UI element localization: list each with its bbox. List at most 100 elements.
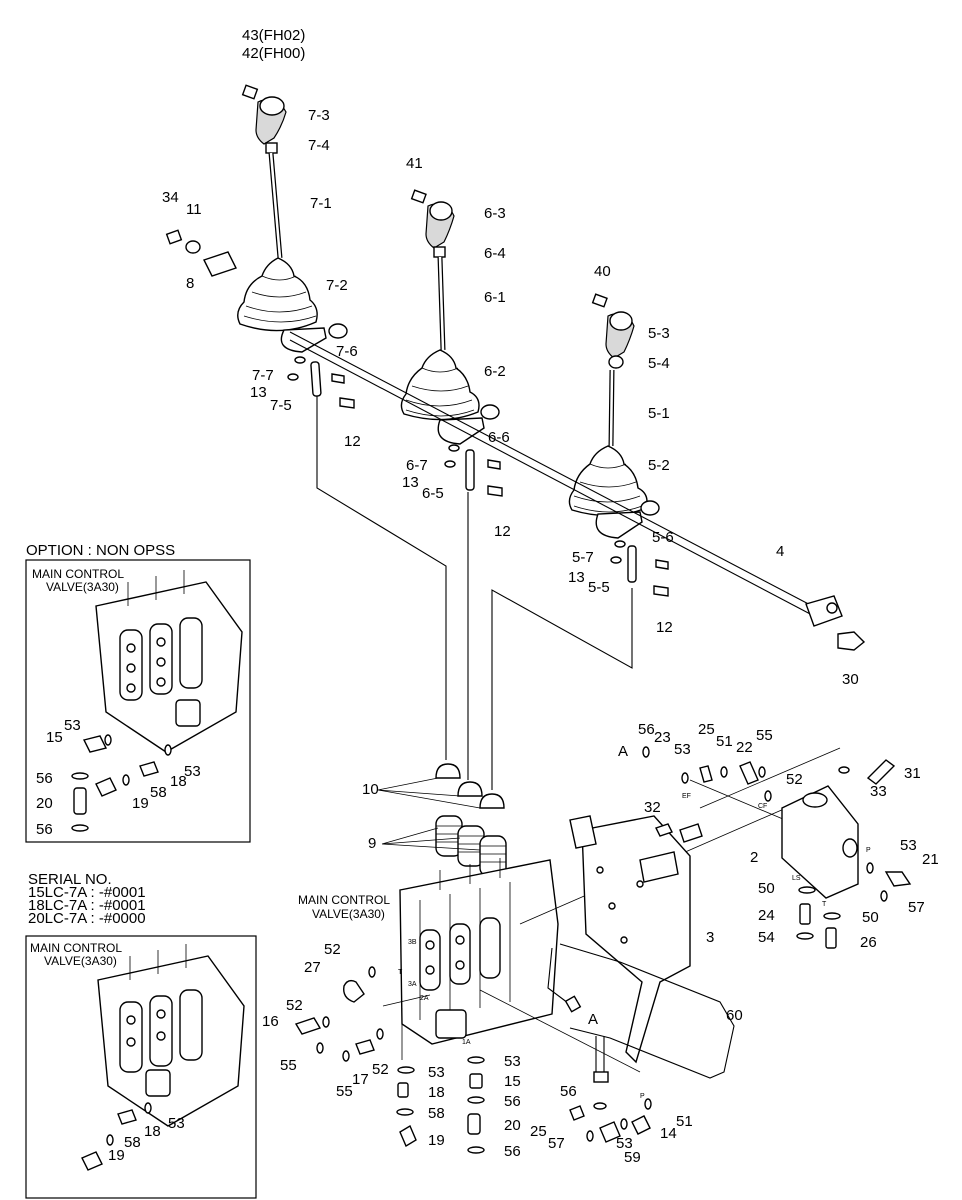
port-p-2: P xyxy=(640,1093,645,1100)
callout-34: 34 xyxy=(162,189,179,206)
o-rings xyxy=(316,746,888,1154)
callout-58-a: 58 xyxy=(428,1105,445,1122)
callout-53-c: 53 xyxy=(428,1064,445,1081)
callout-59: 59 xyxy=(624,1149,641,1166)
port-3b: 3B xyxy=(408,939,417,946)
callout-24: 24 xyxy=(758,907,775,924)
callout-31: 31 xyxy=(904,765,921,782)
callout-6-4: 6-4 xyxy=(484,245,506,262)
boot-5-2 xyxy=(568,445,648,517)
main-valve-title-2: VALVE(3A30) xyxy=(312,907,385,921)
port-ef: EF xyxy=(682,793,691,800)
callout-30: 30 xyxy=(842,671,859,688)
port-3a: 3A xyxy=(408,981,417,988)
fittings xyxy=(294,759,912,1148)
callout-20-a: 20 xyxy=(504,1117,521,1134)
serial-callout-53: 53 xyxy=(168,1115,185,1132)
port-2a: 2A xyxy=(420,995,429,1002)
serial-title-2: VALVE(3A30) xyxy=(44,954,117,968)
callout-52-c: 52 xyxy=(286,997,303,1014)
option-callout-20: 20 xyxy=(36,795,53,812)
linkage-7 xyxy=(280,327,327,353)
callout-52-b: 52 xyxy=(324,941,341,958)
option-title-2: VALVE(3A30) xyxy=(46,580,119,594)
option-callout-18: 18 xyxy=(170,773,187,790)
bolt-30 xyxy=(837,631,866,651)
option-non-opss-box xyxy=(25,559,251,843)
callout-56-a: 56 xyxy=(638,721,655,738)
option-callout-19: 19 xyxy=(132,795,149,812)
callout-5-6: 5-6 xyxy=(652,529,674,546)
option-title-1: MAIN CONTROL xyxy=(32,567,124,581)
callout-10: 10 xyxy=(362,781,379,798)
callout-57-a: 57 xyxy=(908,899,925,916)
caps-10 xyxy=(435,763,505,809)
bracket-3 xyxy=(569,815,691,1064)
callout-5-1: 5-1 xyxy=(648,405,670,422)
main-valve-title-1: MAIN CONTROL xyxy=(298,893,390,907)
option-callout-53-b: 53 xyxy=(184,763,201,780)
serial-variant-box xyxy=(25,935,257,1199)
port-cf: CF xyxy=(758,803,767,810)
serial-callout-58: 58 xyxy=(124,1134,141,1151)
callout-3: 3 xyxy=(706,929,714,946)
serial-line-2: 18LC-7A : -#0001 xyxy=(28,897,146,914)
callout-A-1: A xyxy=(618,743,628,760)
cap-11-bushing-8 xyxy=(165,229,237,277)
callout-32: 32 xyxy=(644,799,661,816)
callout-55-b: 55 xyxy=(280,1057,297,1074)
port-p: P xyxy=(866,847,871,854)
port-1a: 1A xyxy=(462,1039,471,1046)
callout-7-2: 7-2 xyxy=(326,277,348,294)
pipe-60 xyxy=(547,943,735,1083)
pin-7-6 xyxy=(331,373,345,384)
knob-nut-43 xyxy=(241,84,259,100)
callout-5-2: 5-2 xyxy=(648,457,670,474)
callout-5-3: 5-3 xyxy=(648,325,670,342)
port-t: T xyxy=(822,901,827,908)
callout-53-a: 53 xyxy=(674,741,691,758)
serial-callout-18: 18 xyxy=(144,1123,161,1140)
callout-7-3: 7-3 xyxy=(308,107,330,124)
callout-50-b: 50 xyxy=(862,909,879,926)
callout-7-7: 7-7 xyxy=(252,367,274,384)
boot-7-2 xyxy=(237,257,318,332)
serial-title-1: MAIN CONTROL xyxy=(30,941,122,955)
bushing-8 xyxy=(203,251,237,277)
bolt-12a xyxy=(339,397,355,409)
callout-6-6: 6-6 xyxy=(488,429,510,446)
option-callout-15: 15 xyxy=(46,729,63,746)
nut-7-4 xyxy=(265,142,278,154)
callout-23: 23 xyxy=(654,729,671,746)
callout-43: 43(FH02) xyxy=(242,27,305,44)
callout-42: 42(FH00) xyxy=(242,45,305,62)
callout-22: 22 xyxy=(736,739,753,756)
callout-13-a: 13 xyxy=(250,384,267,401)
callout-13-b: 13 xyxy=(402,474,419,491)
main-control-valve xyxy=(382,858,559,1060)
callout-26: 26 xyxy=(860,934,877,951)
callout-57-b: 57 xyxy=(548,1135,565,1152)
callout-60: 60 xyxy=(726,1007,743,1024)
serial-line-1: 15LC-7A : -#0001 xyxy=(28,884,146,901)
callout-6-2: 6-2 xyxy=(484,363,506,380)
callout-56-b: 56 xyxy=(504,1093,521,1110)
callout-52-a: 52 xyxy=(786,771,803,788)
callout-7-4: 7-4 xyxy=(308,137,330,154)
callout-14: 14 xyxy=(660,1125,677,1142)
callout-12-c: 12 xyxy=(656,619,673,636)
shaft-4 xyxy=(289,331,866,651)
callout-9: 9 xyxy=(368,835,376,852)
callout-51-a: 51 xyxy=(716,733,733,750)
callout-13-c: 13 xyxy=(568,569,585,586)
callout-12-b: 12 xyxy=(494,523,511,540)
callout-12-a: 12 xyxy=(344,433,361,450)
callout-6-7: 6-7 xyxy=(406,457,428,474)
callout-6-5: 6-5 xyxy=(422,485,444,502)
callout-25-a: 25 xyxy=(698,721,715,738)
boot-6-2 xyxy=(400,349,480,421)
callout-6-1: 6-1 xyxy=(484,289,506,306)
option-heading: OPTION : NON OPSS xyxy=(26,542,175,559)
port-ls: LS xyxy=(792,875,801,882)
lever-assembly-5 xyxy=(568,293,669,597)
